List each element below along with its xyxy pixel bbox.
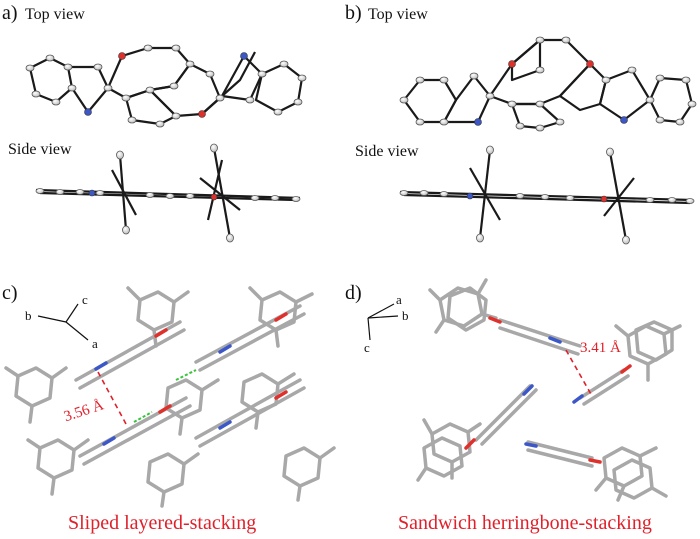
panel-c-axis-b-label: b: [25, 308, 32, 323]
panel-c-caption: Sliped layered-stacking: [68, 512, 257, 534]
panel-d-caption: Sandwich herringbone-stacking: [398, 512, 652, 534]
panel-c-heteroatom-highlights: [94, 312, 288, 446]
panel-c-axis-c-label: c: [82, 292, 88, 307]
panel-d-axis-c-label: c: [364, 340, 370, 355]
panel-a-heteroatoms: [84, 52, 248, 118]
panel-d-axis-a-label: a: [396, 292, 402, 307]
panel-d-label: d): [345, 282, 362, 304]
panel-b-top-view-label: Top view: [368, 6, 428, 23]
panel-a-side-view-atoms: [35, 143, 301, 243]
panel-d-axis-b-label: b: [402, 308, 409, 323]
panel-c-contacts: [133, 369, 197, 423]
panel-d-axes: [367, 303, 399, 341]
panel-a-label: a): [2, 2, 18, 24]
panel-c-sticks: [4, 286, 336, 508]
panel-b-side-view-atoms: [399, 145, 695, 245]
panel-a-side-view-molecule: [35, 147, 301, 239]
panel-c-axis-a-label: a: [92, 336, 98, 351]
panel-a-top-view-label: Top view: [25, 6, 85, 23]
panel-c-distance-line: [97, 371, 127, 425]
panel-d-sticks: [416, 278, 682, 502]
panel-b-label: b): [345, 2, 362, 24]
panel-b-top-view-molecule: [402, 38, 694, 130]
panel-c-label: c): [2, 282, 18, 304]
panel-a-side-view-heteroatoms: [88, 189, 218, 201]
panel-b-top-view-atoms: [399, 36, 697, 132]
panel-d-heteroatom-highlights: [464, 316, 632, 464]
panel-a-top-view-atoms: [25, 44, 307, 128]
panel-b-heteroatoms: [474, 60, 628, 126]
panel-a-side-view-label: Side view: [8, 141, 72, 158]
panel-c-axes: [37, 303, 89, 341]
panel-b-side-view-label: Side view: [355, 143, 419, 160]
panel-d-distance-label: 3.41 Å: [580, 340, 621, 356]
panel-b-side-view-heteroatoms: [466, 192, 608, 203]
